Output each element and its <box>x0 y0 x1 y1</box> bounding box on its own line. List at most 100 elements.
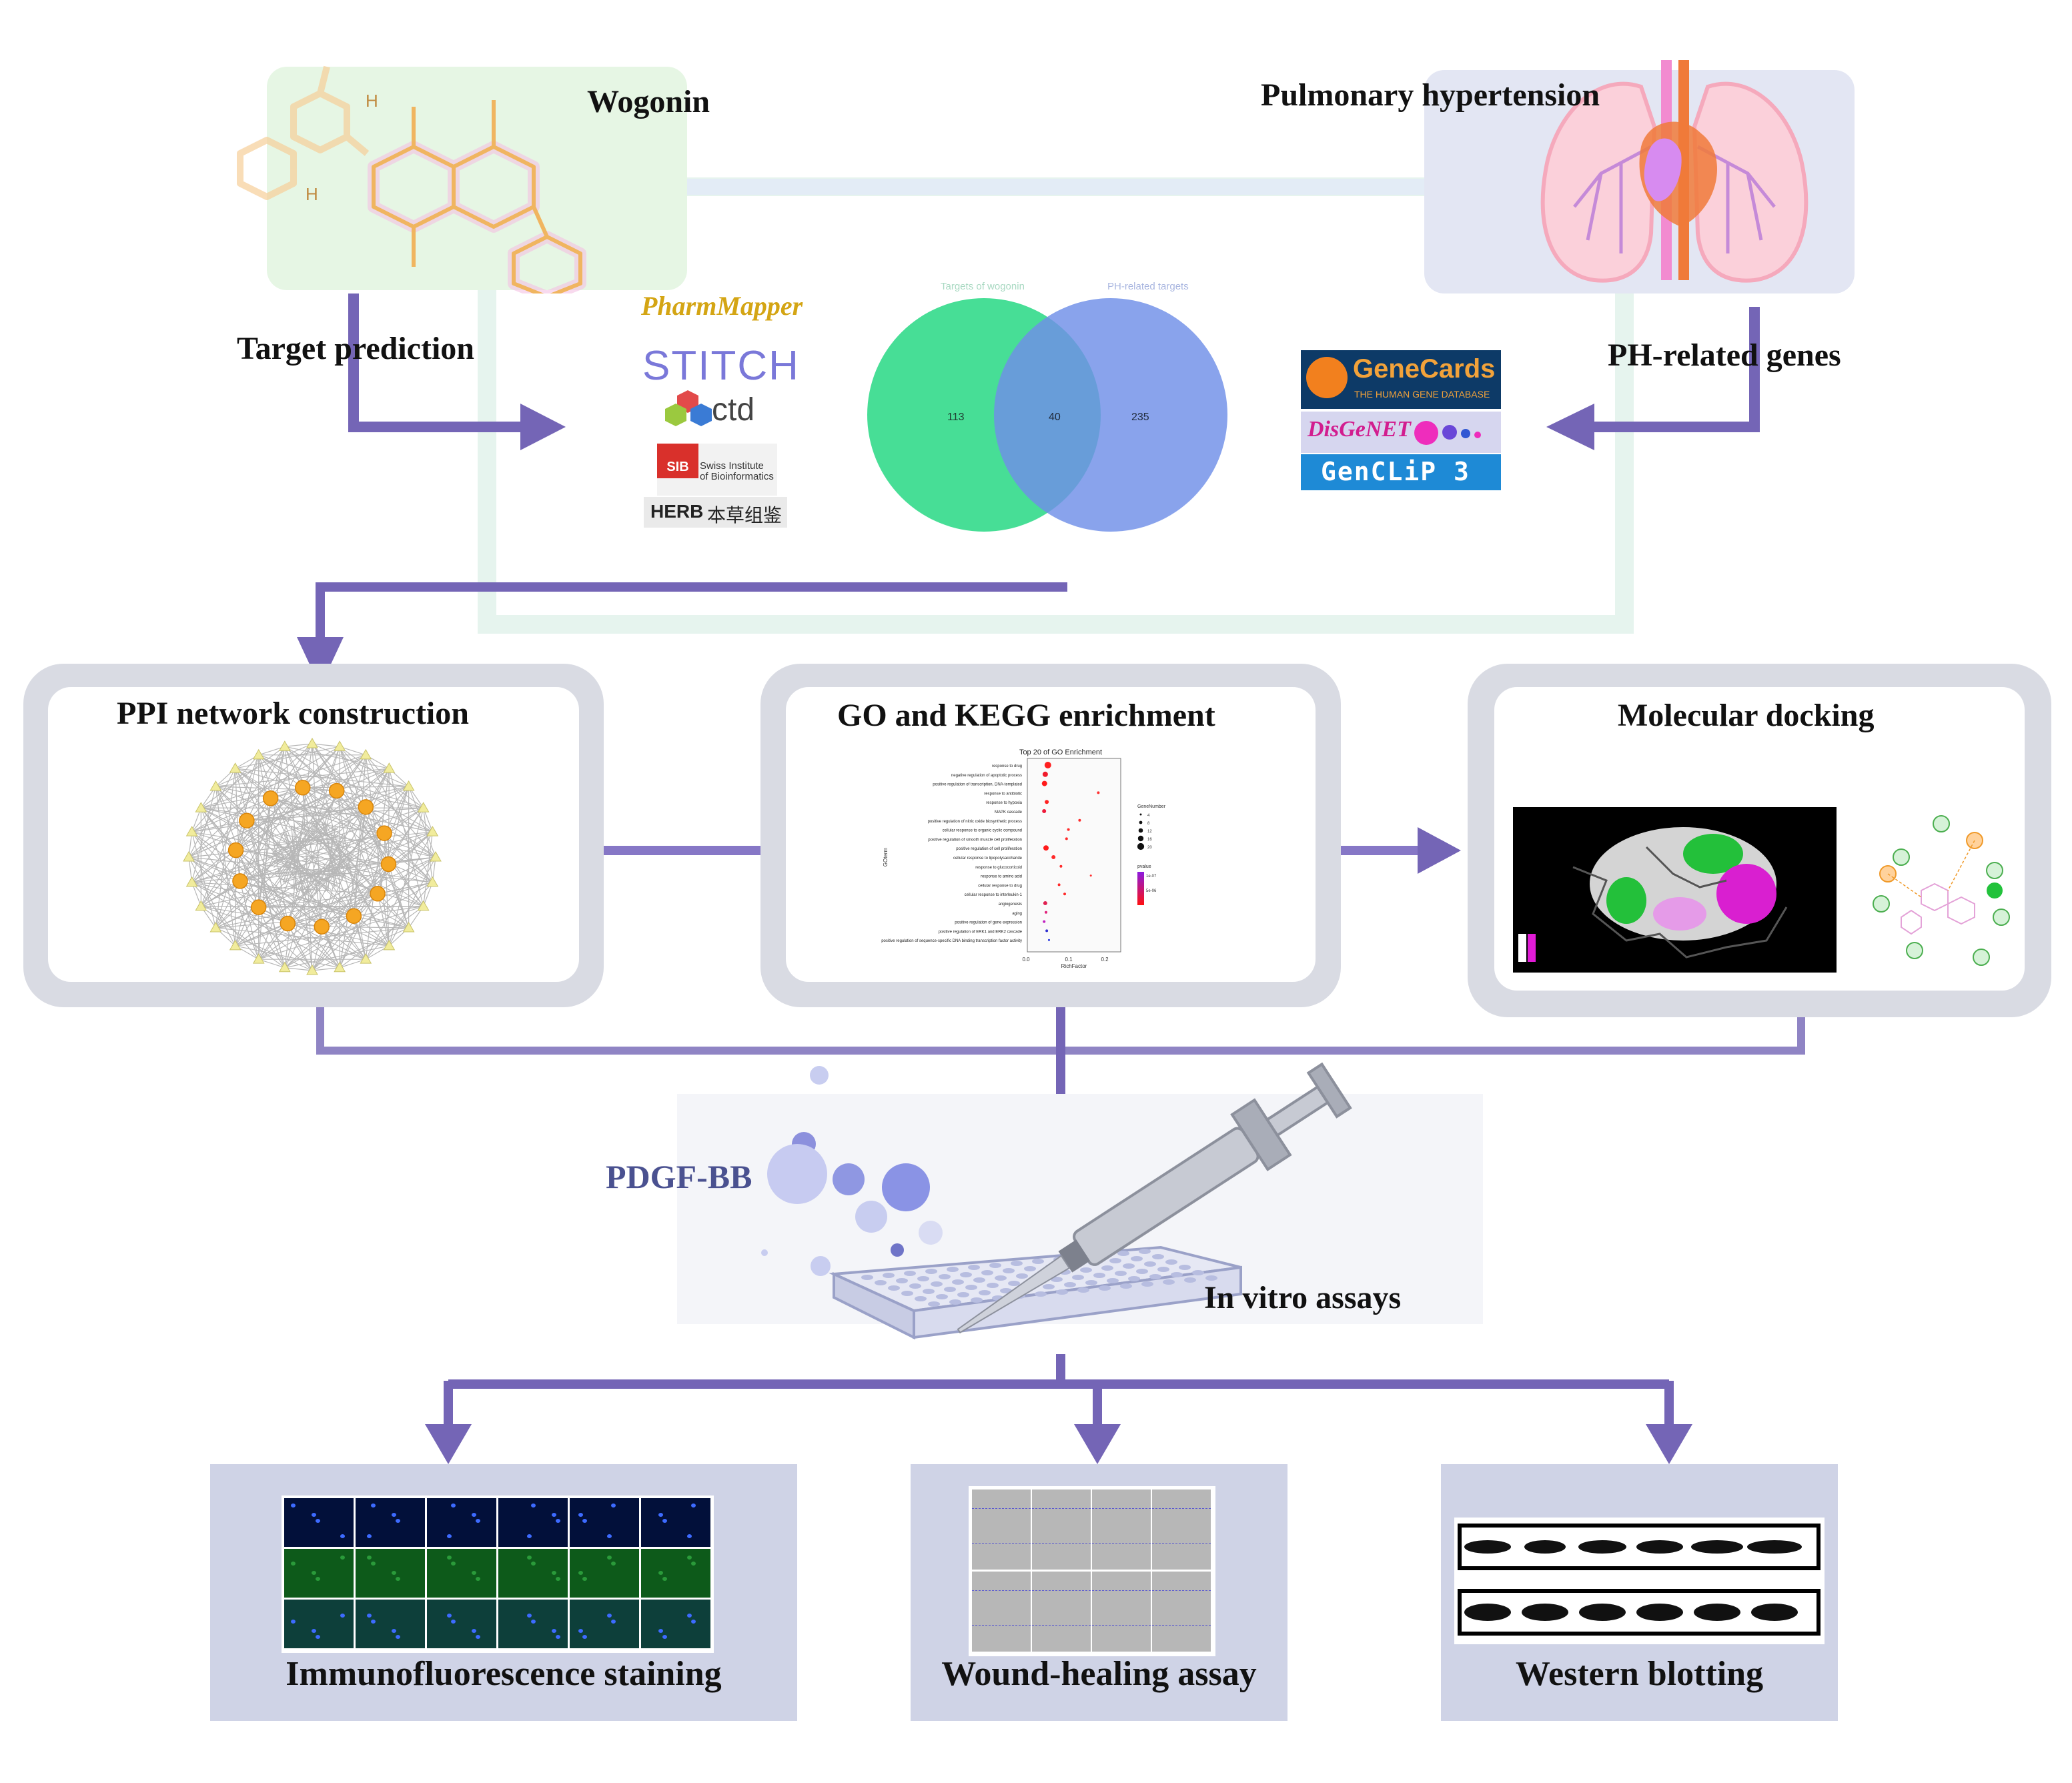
docking-title: Molecular docking <box>1618 698 1875 733</box>
plate-well <box>971 1297 983 1303</box>
go-legend-count-label: 8 <box>1147 822 1150 826</box>
wound-tile <box>1152 1490 1211 1570</box>
ppi-hub-node <box>376 825 392 841</box>
ctd-icon <box>665 390 712 426</box>
plate-well <box>1139 1249 1151 1254</box>
genclip-title: GenCLiP 3 <box>1321 457 1470 486</box>
svg-text:H: H <box>366 91 378 111</box>
go-legend-count-label: 20 <box>1147 846 1152 850</box>
lungs-heart-illustration <box>1540 60 1808 283</box>
immuno-tile <box>356 1498 425 1547</box>
sib-name: Swiss Institute of Bioinformatics <box>700 460 774 482</box>
sib-logo: SIB Swiss Institute of Bioinformatics <box>657 444 777 496</box>
venn-diagram: Targets of wogonin PH-related targets 11… <box>867 281 1227 532</box>
go-term-label: positive regulation of smooth muscle cel… <box>928 838 1022 842</box>
go-point <box>1043 845 1049 851</box>
go-term-label: positive regulation of transcription, DN… <box>933 783 1022 787</box>
ppi-outer-node <box>417 900 430 911</box>
ppi-outer-node <box>306 737 318 748</box>
docking-interaction-2d <box>1873 815 2010 966</box>
blot-band-bottom <box>1579 1604 1626 1621</box>
bubble <box>810 1066 829 1085</box>
venn-overlap: 40 <box>1049 412 1061 423</box>
go-xtick-1: 0.1 <box>1065 957 1073 963</box>
plate-well <box>1008 1281 1020 1286</box>
ppi-title: PPI network construction <box>117 696 469 731</box>
venn-left-label: Targets of wogonin <box>941 281 1025 292</box>
immuno-tile <box>284 1498 354 1547</box>
go-term-label: negative regulation of apoptotic process <box>951 774 1022 778</box>
ppi-outer-node <box>209 780 222 791</box>
immuno-tile <box>427 1600 496 1648</box>
go-pvalue-bar <box>1137 872 1144 905</box>
immuno-tile <box>570 1600 639 1648</box>
blot-band-top <box>1747 1540 1802 1554</box>
plate-well <box>957 1292 969 1297</box>
blot-band-bottom <box>1464 1604 1511 1621</box>
go-point <box>1044 762 1051 768</box>
go-term-label: response to drug <box>992 764 1022 768</box>
plate-well <box>1032 1259 1044 1264</box>
immuno-tile <box>284 1549 354 1598</box>
go-point <box>1042 809 1047 813</box>
plate-well <box>1093 1273 1105 1278</box>
go-legend-count-label: 4 <box>1147 814 1150 818</box>
ppi-outer-node <box>185 876 198 887</box>
immuno-tile <box>570 1498 639 1547</box>
go-xlabel: RichFactor <box>1061 963 1087 969</box>
plate-well <box>1016 1273 1028 1279</box>
blot-band-bottom <box>1694 1604 1740 1621</box>
stitch-logo: STITCH <box>642 343 800 389</box>
left-database-logos: PharmMapper STITCH ctd SIB Swiss Institu… <box>637 290 811 530</box>
go-point <box>1042 771 1048 777</box>
plate-well <box>1184 1277 1196 1283</box>
go-term-label: positive regulation of cell proliferatio… <box>956 847 1022 851</box>
go-legend-dot <box>1137 835 1144 842</box>
ppi-hub-node <box>358 799 374 815</box>
go-chart-title: Top 20 of GO Enrichment <box>1019 748 1102 756</box>
immuno-tile <box>356 1549 425 1598</box>
in-vitro-label: In vitro assays <box>1204 1280 1402 1315</box>
venn-right-circle <box>994 298 1227 532</box>
plate-well <box>883 1273 895 1278</box>
go-term-label: cellular response to organic cyclic comp… <box>943 829 1022 833</box>
venn-only-right: 235 <box>1131 412 1149 423</box>
plate-well <box>1109 1258 1121 1263</box>
plate-well <box>1117 1251 1129 1256</box>
western-blot-image <box>1454 1518 1825 1644</box>
plate-well <box>965 1285 977 1290</box>
plate-well <box>939 1274 951 1279</box>
ppi-hub-node <box>370 886 386 902</box>
go-point <box>1063 893 1066 896</box>
plate-well <box>952 1279 964 1285</box>
herb-text: HERB <box>650 501 704 522</box>
go-enrichment-chart: Top 20 of GO Enrichment response to drug… <box>881 748 1165 969</box>
blot-band-top <box>1691 1540 1743 1554</box>
ppi-outer-node <box>383 762 396 773</box>
ppi-outer-node <box>360 748 372 760</box>
wound-label: Wound-healing assay <box>941 1655 1257 1693</box>
plate-well <box>1024 1266 1036 1271</box>
plate-well <box>973 1277 985 1283</box>
go-term-label: positive regulation of ERK1 and ERK2 cas… <box>939 930 1023 934</box>
ppi-outer-node <box>306 964 318 975</box>
pdgf-label: PDGF-BB <box>606 1158 752 1195</box>
ppi-outer-node <box>417 802 430 812</box>
ph-genes-arrow <box>1588 307 1760 432</box>
ppi-outer-node <box>402 921 415 933</box>
plate-well <box>1163 1279 1175 1285</box>
plate-well <box>947 1267 959 1272</box>
go-point <box>1043 901 1047 905</box>
herb-cn-text: 本草组鉴 <box>707 504 783 526</box>
go-xtick-0: 0.0 <box>1022 957 1030 963</box>
plate-well <box>1171 1272 1183 1277</box>
go-point <box>1065 837 1068 840</box>
plate-well <box>944 1287 956 1292</box>
plate-well <box>1165 1259 1177 1265</box>
plate-well <box>909 1283 921 1289</box>
go-point <box>1067 828 1070 831</box>
right-database-logos: GeneCards THE HUMAN GENE DATABASE DisGeN… <box>1301 350 1501 490</box>
go-point <box>1078 818 1081 822</box>
immuno-tile <box>498 1549 568 1598</box>
target-prediction-label: Target prediction <box>237 331 474 366</box>
